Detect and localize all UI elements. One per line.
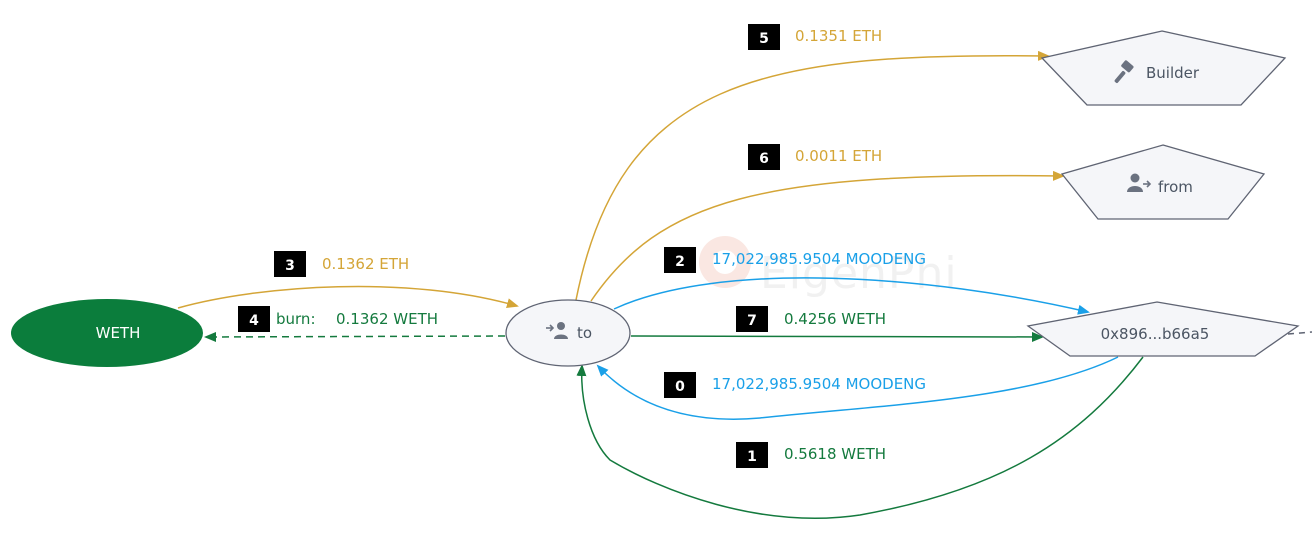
edge-amount: 0.1362 WETH	[336, 310, 438, 328]
edge-label-2: 2 17,022,985.9504 MOODENG	[664, 247, 926, 273]
edge-7[interactable]	[630, 331, 1044, 342]
edge-2[interactable]	[613, 277, 1090, 315]
edge-label-5: 5 0.1351 ETH	[748, 24, 882, 50]
node-builder-label: Builder	[1146, 64, 1200, 82]
edge-prefix: burn:	[276, 310, 316, 328]
node-to-label: to	[577, 324, 592, 342]
edge-5[interactable]	[575, 50, 1050, 301]
edge-label-7: 7 0.4256 WETH	[736, 306, 886, 332]
step-badge	[748, 144, 780, 170]
edge-label-6: 6 0.0011 ETH	[748, 144, 882, 170]
edge-amount: 0.4256 WETH	[784, 310, 886, 328]
node-to[interactable]: to	[505, 299, 631, 367]
step-badge	[736, 306, 768, 332]
node-from[interactable]: from	[1060, 144, 1266, 220]
node-pool-label: 0x896...b66a5	[1101, 325, 1210, 343]
watermark: EigenPhi	[699, 236, 958, 299]
step-badge	[748, 24, 780, 50]
edge-label-3: 3 0.1362 ETH	[274, 251, 409, 277]
step-number: 7	[747, 313, 757, 329]
step-badge	[274, 251, 306, 277]
edge-labels: 5 0.1351 ETH 6 0.0011 ETH 3 0.1362 ETH 2…	[238, 24, 926, 468]
edge-label-0: 0 17,022,985.9504 MOODENG	[664, 372, 926, 398]
step-number: 0	[675, 379, 685, 395]
step-badge	[736, 442, 768, 468]
edge-1[interactable]	[576, 356, 1144, 519]
edge-amount: 0.5618 WETH	[784, 445, 886, 463]
edge-6[interactable]	[590, 170, 1065, 302]
nodes: WETH to Builder	[11, 30, 1300, 367]
edge-label-4: 4 burn: 0.1362 WETH	[238, 306, 438, 332]
step-badge	[238, 306, 270, 332]
edge-0[interactable]	[596, 356, 1119, 420]
step-number: 2	[675, 254, 685, 270]
step-badge	[664, 247, 696, 273]
node-weth-label: WETH	[96, 324, 141, 342]
edges	[177, 50, 1312, 519]
edge-amount: 0.1362 ETH	[322, 255, 409, 273]
watermark-text: EigenPhi	[760, 248, 958, 299]
user-out-icon	[1127, 173, 1152, 192]
node-from-label: from	[1158, 178, 1193, 196]
step-number: 1	[747, 449, 757, 465]
step-number: 4	[249, 313, 259, 329]
step-badge	[664, 372, 696, 398]
edge-amount: 17,022,985.9504 MOODENG	[712, 250, 926, 268]
node-weth[interactable]: WETH	[11, 299, 203, 367]
edge-pool-out	[1287, 331, 1312, 335]
hammer-icon	[1114, 60, 1134, 84]
edge-amount: 0.1351 ETH	[795, 27, 882, 45]
user-in-icon	[546, 322, 568, 339]
edge-4[interactable]	[204, 331, 506, 342]
node-builder[interactable]: Builder	[1040, 30, 1287, 106]
edge-label-1: 1 0.5618 WETH	[736, 442, 886, 468]
node-pool[interactable]: 0x896...b66a5	[1026, 301, 1300, 357]
edge-amount: 17,022,985.9504 MOODENG	[712, 375, 926, 393]
step-number: 3	[285, 258, 295, 274]
edge-amount: 0.0011 ETH	[795, 147, 882, 165]
step-number: 5	[759, 31, 769, 47]
step-number: 6	[759, 151, 769, 167]
edge-3[interactable]	[177, 285, 519, 309]
